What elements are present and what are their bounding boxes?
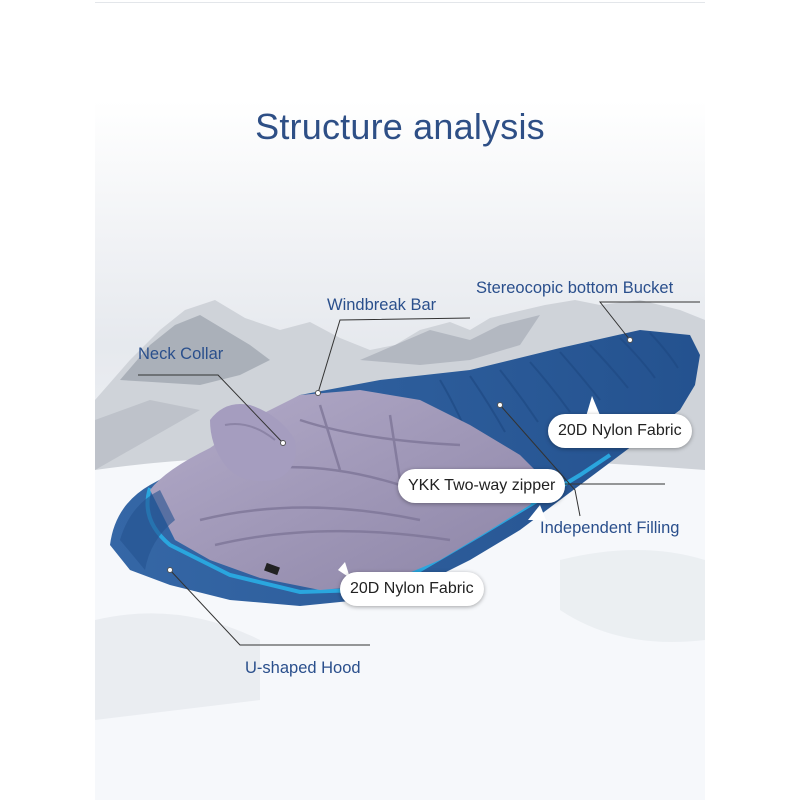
leader-hood (169, 569, 370, 646)
callout-independent-filling: Independent Filling (540, 519, 680, 537)
drawcord-tab (264, 562, 280, 576)
callout-windbreak-bar: Windbreak Bar (327, 296, 437, 314)
leader-filling (499, 404, 581, 517)
tag-nylon-fabric-bottom: 20D Nylon Fabric (340, 572, 484, 606)
page-title: Structure analysis (255, 106, 545, 147)
callout-neck-collar: Neck Collar (138, 345, 224, 363)
tag-nylon-fabric-top: 20D Nylon Fabric (548, 414, 692, 448)
leader-neck (138, 374, 284, 444)
callout-stereo-bucket: Stereocopic bottom Bucket (476, 279, 674, 297)
top-divider (95, 2, 705, 3)
callout-u-shaped-hood: U-shaped Hood (245, 659, 361, 677)
leader-bucket (598, 301, 700, 341)
leader-windbreak (317, 317, 471, 394)
tag-ykk-zipper: YKK Two-way zipper (398, 469, 566, 503)
